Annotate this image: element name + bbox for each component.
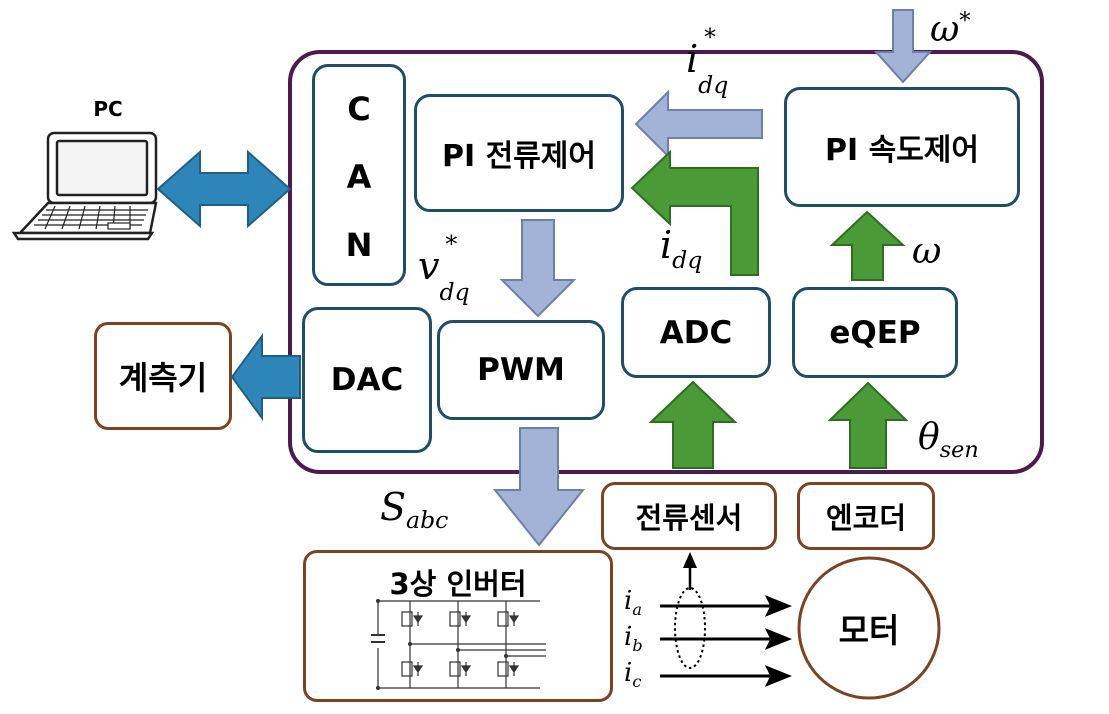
pi-current-control-block: PI 전류제어 (414, 94, 624, 212)
pc-label: PC (93, 97, 123, 121)
eqep-block: eQEP (792, 287, 958, 378)
sensor-signal-arrow (683, 552, 697, 590)
speed-reference-arrow (873, 9, 933, 84)
dac-meter-arrow (230, 332, 301, 422)
i-dq-label: idq (660, 223, 703, 274)
i-b-label: ib (624, 622, 643, 655)
inverter-label: 3상 인버터 (389, 567, 527, 601)
v-dq-ref-label: v*dq (418, 230, 470, 306)
pwm-block: PWM (437, 320, 605, 420)
encoder-block: 엔코더 (797, 482, 935, 550)
phase-current-lines (660, 595, 793, 687)
adc-block: ADC (621, 287, 771, 378)
i-dq-ref-label: i*dq (686, 23, 729, 99)
speed-feedback-arrow (829, 210, 906, 281)
theta-sen-label: θsen (918, 417, 979, 463)
pi-speed-control-block: PI 속도제어 (784, 87, 1020, 207)
adc-label: ADC (659, 314, 733, 351)
eqep-label: eQEP (829, 314, 921, 351)
i-a-label: ia (624, 586, 642, 619)
controller-boundary (288, 50, 1044, 474)
meter-label: 계측기 (118, 359, 208, 397)
can-label: C A N (340, 90, 378, 260)
inverter-block: 3상 인버터 (303, 550, 613, 702)
dac-label: DAC (330, 362, 404, 398)
pi-speed-control-label: PI 속도제어 (825, 133, 979, 168)
encoder-label: 엔코더 (825, 501, 907, 535)
pi-current-control-label: PI 전류제어 (442, 139, 596, 174)
meter-block: 계측기 (94, 322, 232, 430)
s-abc-label: Sabc (380, 485, 449, 534)
igbt-inverter-schematic (371, 599, 546, 690)
encoder-eqep-arrow (827, 381, 909, 469)
current-sensor-label: 전류센서 (635, 501, 743, 535)
omega-ref-label: ω* (930, 8, 971, 50)
current-reference-arrow (634, 89, 763, 159)
current-sensor-loop (674, 587, 706, 669)
pwm-label: PWM (477, 352, 565, 388)
laptop-icon (11, 131, 158, 241)
dac-block: DAC (302, 307, 432, 453)
i-c-label: ic (624, 658, 642, 691)
omega-label: ω (912, 231, 942, 272)
current-feedback-arrow (630, 149, 759, 276)
can-block: C A N (312, 64, 406, 286)
current-sensor-block: 전류센서 (601, 482, 777, 550)
pc-can-double-arrow (156, 149, 292, 229)
voltage-reference-arrow (499, 219, 577, 318)
motor-label: 모터 (838, 611, 900, 650)
motor-circle (797, 556, 941, 700)
sensor-adc-arrow (648, 380, 738, 469)
switching-signal-arrow (492, 427, 586, 547)
